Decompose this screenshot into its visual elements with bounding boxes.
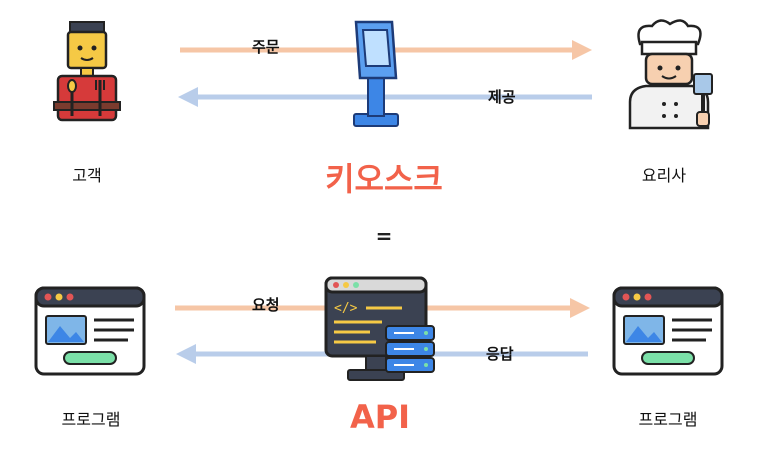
serve-arrow [178,87,592,107]
left-program-caption: 프로그램 [61,410,121,429]
chef-icon [620,16,720,132]
api-title: API [349,398,411,436]
serve-label: 제공 [488,88,516,106]
kiosk-title: 키오스크 [325,160,443,198]
chef-caption: 요리사 [641,166,687,185]
program-window-icon-left [34,286,146,376]
server-monitor-icon: </> [322,274,438,386]
right-program-caption: 프로그램 [638,410,698,429]
request-label: 요청 [252,296,280,314]
kiosk-icon [346,18,406,130]
customer-caption: 고객 [72,166,102,185]
response-label: 응답 [486,345,514,363]
program-window-icon-right [612,286,724,376]
equals-sign: = [375,224,393,248]
order-label: 주문 [252,38,280,56]
customer-icon [52,20,122,130]
svg-text:</>: </> [334,301,358,316]
